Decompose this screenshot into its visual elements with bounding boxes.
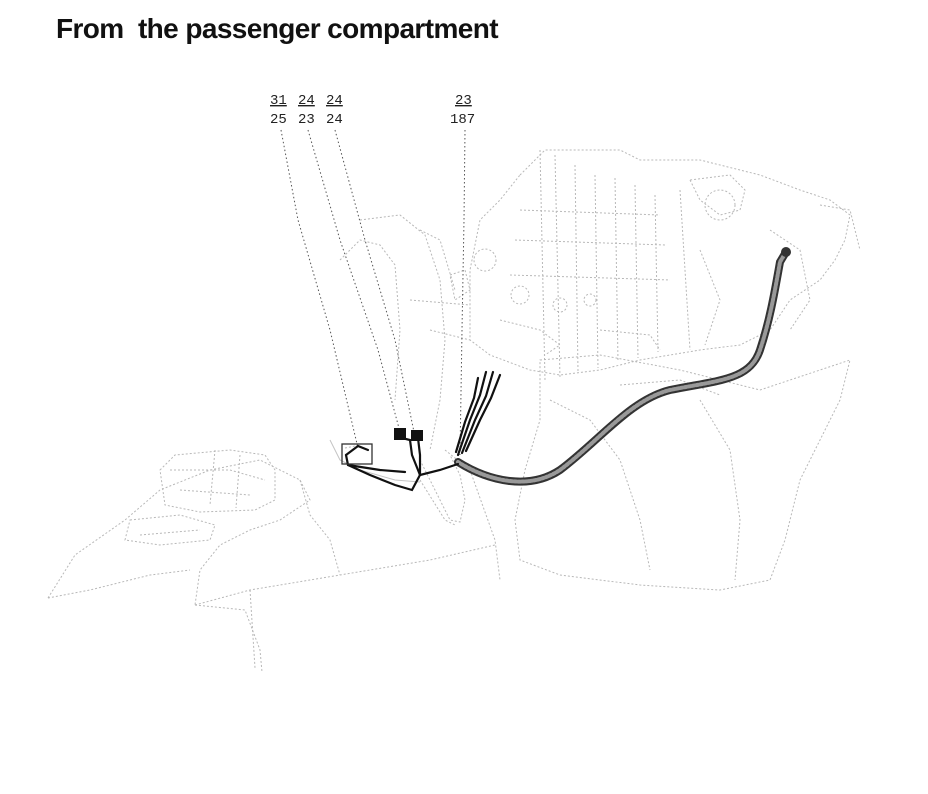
- connector-a: [394, 428, 406, 440]
- callout-top-4: 23: [455, 93, 472, 109]
- harness-end-connector: [781, 247, 791, 257]
- leader-31-25: [280, 129, 359, 449]
- leader-23-187: [459, 129, 466, 456]
- leader-24-23: [307, 129, 401, 433]
- firewall-outline: [339, 214, 501, 581]
- right-body-outline: [514, 354, 851, 591]
- callout-bottom-1: 25: [270, 112, 287, 128]
- leader-lines: [280, 129, 466, 456]
- wiring-harness: [341, 247, 791, 492]
- engine-block-outline: [469, 149, 861, 381]
- connector-bracket: [341, 443, 373, 465]
- callout-top-2: 24: [298, 93, 315, 109]
- callout-bottom-2: 23: [298, 112, 315, 128]
- connector-b: [411, 430, 423, 441]
- main-harness-trunk: [454, 248, 790, 486]
- callout-bottom-3: 24: [326, 112, 343, 128]
- left-body-outline: [47, 449, 496, 673]
- callout-top-1: 31: [270, 93, 287, 109]
- callout-bottom-4: 187: [450, 112, 475, 128]
- page-title: From the passenger compartment: [56, 13, 499, 44]
- callout-top-3: 24: [326, 93, 343, 109]
- callout-labels: 31 25 24 23 24 24 23 187: [270, 93, 475, 128]
- leader-24-24: [334, 129, 415, 433]
